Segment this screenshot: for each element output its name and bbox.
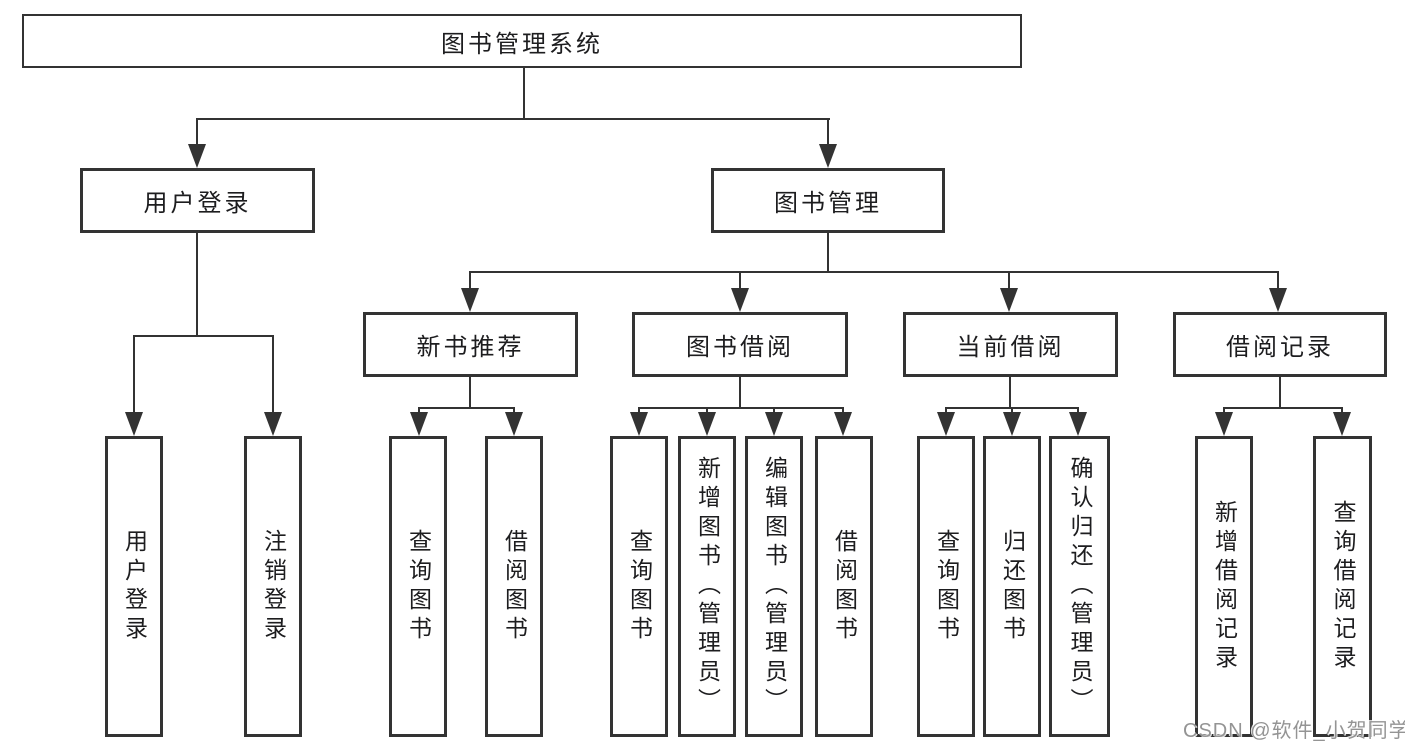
leaf-rec-borrow-books: 借阅图书 <box>485 436 543 737</box>
node-label: 图书管理系统 <box>441 30 603 58</box>
node-new-book-recommend: 新书推荐 <box>363 312 578 377</box>
node-label: 借阅记录 <box>1226 334 1334 361</box>
leaf-label: 查询借阅记录 <box>1330 499 1356 674</box>
leaf-label: 编辑图书（管理员） <box>761 456 788 717</box>
leaf-cb-query-books: 查询图书 <box>917 436 975 737</box>
arrowhead-icon <box>1069 412 1087 436</box>
leaf-logout: 注销登录 <box>244 436 302 737</box>
arrowhead-icon <box>264 412 282 436</box>
node-book-management: 图书管理 <box>711 168 945 233</box>
node-label: 图书借阅 <box>686 334 794 361</box>
node-user-login: 用户登录 <box>80 168 315 233</box>
leaf-rec-query-books: 查询图书 <box>389 436 447 737</box>
leaf-label: 新增图书（管理员） <box>694 456 721 717</box>
node-label: 新书推荐 <box>416 334 525 361</box>
arrowhead-icon <box>819 144 837 168</box>
node-label: 用户登录 <box>143 190 252 217</box>
leaf-label: 用户登录 <box>121 528 148 645</box>
leaf-bb-add-books-admin: 新增图书（管理员） <box>678 436 736 737</box>
arrowhead-icon <box>410 412 428 436</box>
arrowhead-icon <box>1000 288 1018 312</box>
leaf-bb-edit-books-admin: 编辑图书（管理员） <box>745 436 803 737</box>
node-label: 图书管理 <box>774 190 882 217</box>
node-current-borrow: 当前借阅 <box>903 312 1118 377</box>
arrowhead-icon <box>461 288 479 312</box>
leaf-label: 借阅图书 <box>501 528 528 645</box>
arrowhead-icon <box>698 412 716 436</box>
leaf-label: 新增借阅记录 <box>1211 499 1238 674</box>
leaf-label: 归还图书 <box>999 528 1026 645</box>
node-book-borrow: 图书借阅 <box>632 312 848 377</box>
leaf-cb-confirm-return-admin: 确认归还（管理员） <box>1049 436 1110 737</box>
csdn-watermark: CSDN @软件_小贺同学 <box>1183 720 1405 742</box>
arrowhead-icon <box>765 412 783 436</box>
arrowhead-icon <box>731 288 749 312</box>
arrowhead-icon <box>188 144 206 168</box>
leaf-label: 查询图书 <box>933 528 960 645</box>
leaf-bb-query-books: 查询图书 <box>610 436 668 737</box>
arrowhead-icon <box>1003 412 1021 436</box>
leaf-label: 查询图书 <box>626 528 653 645</box>
leaf-user-login: 用户登录 <box>105 436 163 737</box>
arrowhead-icon <box>937 412 955 436</box>
arrowhead-icon <box>1215 412 1233 436</box>
node-label: 当前借阅 <box>956 334 1065 361</box>
leaf-bb-borrow-books: 借阅图书 <box>815 436 873 737</box>
arrowhead-icon <box>125 412 143 436</box>
leaf-br-add-record: 新增借阅记录 <box>1195 436 1253 737</box>
leaf-label: 注销登录 <box>260 528 287 645</box>
node-borrow-records: 借阅记录 <box>1173 312 1387 377</box>
leaf-label: 借阅图书 <box>831 528 858 645</box>
arrowhead-icon <box>630 412 648 436</box>
arrowhead-icon <box>834 412 852 436</box>
leaf-cb-return-books: 归还图书 <box>983 436 1041 737</box>
leaf-label: 查询图书 <box>405 528 432 645</box>
arrowhead-icon <box>1333 412 1351 436</box>
leaf-br-query-record: 查询借阅记录 <box>1313 436 1372 737</box>
leaf-label: 确认归还（管理员） <box>1067 456 1093 717</box>
arrowhead-icon <box>1269 288 1287 312</box>
arrowhead-icon <box>505 412 523 436</box>
node-root: 图书管理系统 <box>22 14 1022 68</box>
